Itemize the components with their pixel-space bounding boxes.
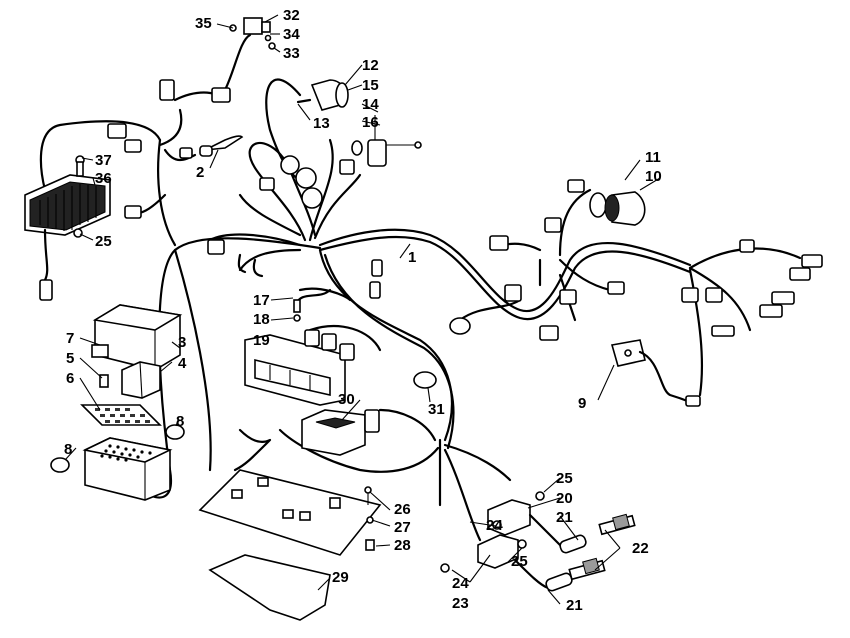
callout-24-lower: 24 [452, 575, 469, 592]
fuse-block-cover [91, 304, 183, 371]
callout-25-coil-mid: 25 [511, 553, 528, 570]
callout-7: 7 [66, 330, 74, 347]
callout-18: 18 [253, 311, 270, 328]
heat-shield [208, 554, 331, 621]
accessory-outlet [589, 191, 646, 226]
callout-6: 6 [66, 370, 74, 387]
callout-21-upper: 21 [556, 509, 573, 526]
callout-25-coil-top: 25 [556, 470, 573, 487]
callout-19: 19 [253, 332, 270, 349]
ecu-module [244, 329, 355, 406]
callout-36: 36 [95, 170, 112, 187]
ignition-key [199, 135, 244, 157]
callout-21-lower: 21 [566, 597, 583, 614]
callout-2: 2 [196, 164, 204, 181]
callout-23: 23 [452, 595, 469, 612]
callout-30: 30 [338, 391, 355, 408]
callout-10: 10 [645, 168, 662, 185]
switch-assembly [229, 17, 276, 50]
spark-plugs [568, 513, 636, 581]
callout-26: 26 [394, 501, 411, 518]
fuse-panel [80, 404, 162, 426]
connectors [107, 79, 823, 341]
cdi-module [301, 409, 380, 456]
callout-15: 15 [362, 77, 379, 94]
callout-35: 35 [195, 15, 212, 32]
callout-25-regulator: 25 [95, 233, 112, 250]
relay [121, 361, 161, 399]
callout-9: 9 [578, 395, 586, 412]
callout-37: 37 [95, 152, 112, 169]
callout-12: 12 [362, 57, 379, 74]
callout-31: 31 [428, 401, 445, 418]
callout-24-upper: 24 [486, 517, 503, 534]
callout-labels: 35 32 34 33 12 15 14 16 13 2 37 36 25 1 … [64, 7, 662, 614]
callout-13: 13 [313, 115, 330, 132]
callout-17: 17 [253, 292, 270, 309]
callout-16: 16 [362, 114, 379, 131]
callout-1: 1 [408, 249, 416, 266]
voltage-regulator [24, 155, 111, 301]
fuse-block-base [82, 437, 173, 501]
temperature-sensor [610, 339, 701, 407]
callout-34: 34 [283, 26, 300, 43]
ignition-coils [440, 491, 587, 592]
callout-11: 11 [645, 149, 661, 166]
callout-14: 14 [362, 96, 379, 113]
callout-29: 29 [332, 569, 349, 586]
callout-28: 28 [394, 537, 411, 554]
callout-3: 3 [178, 334, 186, 351]
callout-33: 33 [283, 45, 300, 62]
fuse [99, 374, 109, 388]
callout-22: 22 [632, 540, 649, 557]
callout-32: 32 [283, 7, 300, 24]
callout-8-lower: 8 [64, 441, 72, 458]
ignition-switch [296, 79, 422, 167]
ground-wire [293, 288, 332, 322]
callout-27: 27 [394, 519, 411, 536]
cable-tie [50, 371, 437, 473]
callout-4: 4 [178, 355, 187, 372]
callout-5: 5 [66, 350, 74, 367]
mounting-plate [198, 469, 382, 556]
callout-20: 20 [556, 490, 573, 507]
callout-8-upper: 8 [176, 413, 184, 430]
leader-lines [64, 14, 661, 605]
